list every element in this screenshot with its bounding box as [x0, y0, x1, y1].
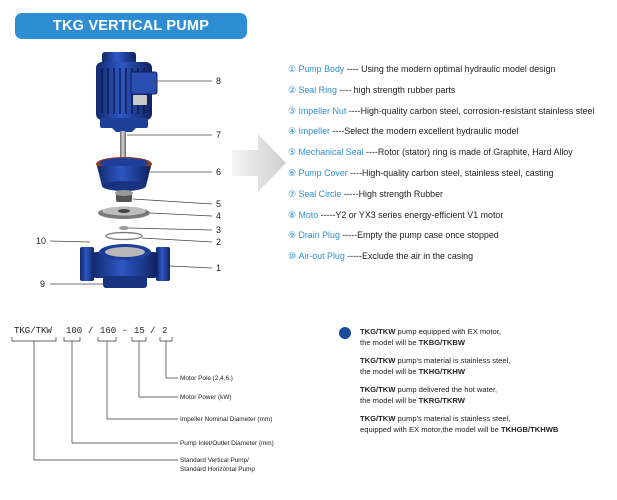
seal-ring — [105, 231, 143, 241]
callout-4: 4 — [216, 211, 221, 221]
part-row: ⑦ Seal Circle -----High strength Rubber — [288, 188, 443, 199]
impeller — [98, 206, 150, 219]
pump-body — [80, 244, 170, 288]
pump-cover — [96, 157, 152, 191]
parts-list: ① Pump Body ---- Using the modern optima… — [288, 62, 617, 270]
model-code-sep: / — [88, 326, 93, 336]
callout-6: 6 — [216, 167, 221, 177]
model-code-poles: 2 — [162, 326, 167, 336]
model-variant-notes: TKG/TKW pump equipped with EX motor, the… — [339, 327, 615, 443]
variant-note: TKG/TKW pump equipped with EX motor, the… — [339, 327, 615, 349]
part-row: ② Seal Ring ---- high strength rubber pa… — [288, 84, 456, 95]
page-title: TKG VERTICAL PUMP — [15, 13, 247, 39]
mechanical-seal — [115, 190, 133, 202]
callout-9: 9 — [40, 279, 45, 289]
model-code-diagram: TKG/TKW 100 / 160 - 15 / 2 Motor Pole (2… — [11, 326, 274, 473]
callout-10: 10 — [36, 236, 46, 246]
label-inlet-outlet-diameter: Pump Inlet/Outlet Diameter (mm) — [180, 440, 274, 447]
model-code-impeller: 160 — [100, 326, 116, 336]
bullet-dot-icon — [339, 327, 351, 339]
part-row: ⑩ Air-out Plug -----Exclude the air in t… — [288, 251, 474, 262]
shaft — [120, 131, 126, 158]
part-row: ⑨ Drain Plug -----Empty the pump case on… — [288, 230, 499, 241]
variant-note: TKG/TKW pump delivered the hot water, th… — [360, 385, 498, 405]
motor — [96, 52, 158, 132]
callout-3: 3 — [216, 225, 221, 235]
label-impeller-diameter: Impeller Nominal Diameter (mm) — [180, 416, 272, 423]
callout-8: 8 — [216, 76, 221, 86]
part-row: ④ Impeller ----Select the modern excelle… — [288, 126, 519, 137]
impeller-nut — [119, 226, 129, 230]
model-code-brackets — [11, 337, 178, 461]
model-code-sep: / — [150, 326, 155, 336]
arrow-right-icon — [232, 134, 286, 192]
label-standard-horizontal: Standard Horizontal Pump — [180, 466, 255, 473]
variant-note: TKG/TKW pump's material is stainless ste… — [360, 414, 559, 434]
label-motor-pole: Motor Pole (2,4,6,) — [180, 375, 233, 382]
model-code-sep: - — [122, 326, 127, 336]
pump-exploded-diagram: 8 7 6 5 4 3 2 1 10 9 — [36, 52, 221, 289]
callout-5: 5 — [216, 199, 221, 209]
part-row: ③ Impeller Nut ----High-quality carbon s… — [288, 105, 595, 116]
model-code-series: TKG/TKW — [14, 326, 52, 336]
part-row: ⑥ Pump Cover ----High-quality carbon ste… — [288, 167, 554, 178]
part-row: ① Pump Body ---- Using the modern optima… — [288, 64, 556, 74]
label-standard-vertical: Standard Vertical Pump/ — [180, 457, 249, 464]
callout-2: 2 — [216, 237, 221, 247]
label-motor-power: Motor Power (kW) — [180, 394, 231, 401]
part-row: ⑧ Moto -----Y2 or YX3 series energy-effi… — [288, 209, 504, 220]
part-row: ⑤ Mechanical Seal ----Rotor (stator) rin… — [288, 147, 573, 158]
leader-lines — [49, 80, 213, 285]
variant-note: TKG/TKW pump's material is stainless ste… — [360, 356, 511, 376]
model-code-power: 15 — [134, 326, 145, 336]
model-code-inlet: 100 — [66, 326, 82, 336]
callout-1: 1 — [216, 263, 221, 273]
callout-7: 7 — [216, 130, 221, 140]
